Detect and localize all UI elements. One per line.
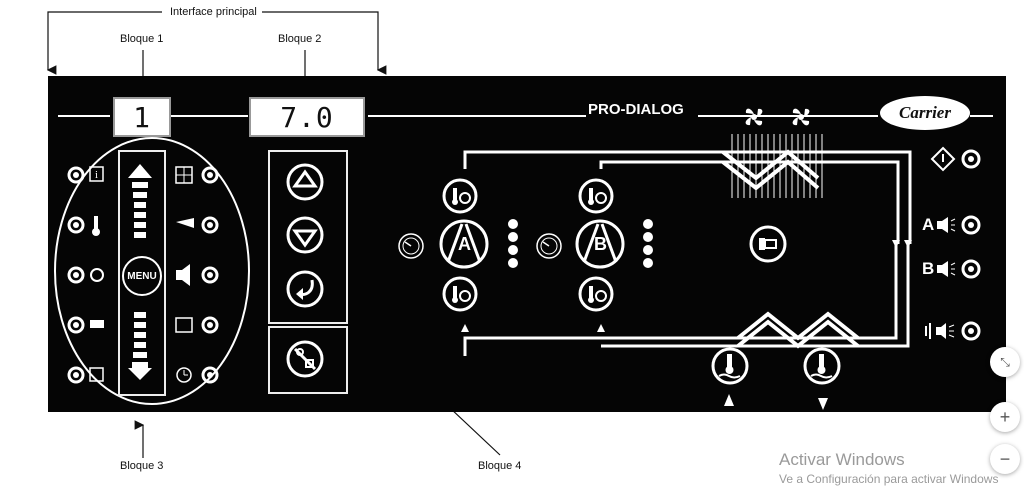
alarm-a-led <box>961 215 981 235</box>
circuit-b-leds <box>643 219 653 268</box>
on-off-button[interactable] <box>284 338 326 385</box>
water-outlet-temp-icon <box>803 347 841 385</box>
bloque-2-label: Bloque 2 <box>278 33 322 45</box>
up-arrow-button[interactable] <box>284 161 326 208</box>
bloque4-control-group <box>268 326 348 394</box>
interface-principal-label: Interface principal <box>170 6 257 18</box>
svg-text:i: i <box>95 169 98 181</box>
alarm-a-horn-icon <box>937 217 956 233</box>
alarm-b-led <box>961 259 981 279</box>
general-alarm-led <box>961 149 981 169</box>
panel-graphics <box>54 115 993 410</box>
brand-text: PRO-DIALOG <box>588 101 684 118</box>
zoom-out-button[interactable]: − <box>990 444 1020 474</box>
circuit-a-gauge-icon <box>398 233 424 259</box>
water-inlet-temp-icon <box>711 347 749 385</box>
down-arrow-button[interactable] <box>284 214 326 261</box>
circuit-a-pressure-bottom-icon <box>442 276 478 312</box>
bloque-1-label: Bloque 1 <box>120 33 164 45</box>
fan-icon <box>792 108 810 126</box>
right-indicators <box>175 166 219 384</box>
menu-column-graphics <box>128 164 152 380</box>
enter-icon <box>286 270 324 308</box>
alarm-b-horn-icon <box>937 261 956 277</box>
down-arrow-icon <box>286 216 324 254</box>
zoom-in-button[interactable]: + <box>990 402 1020 432</box>
bloque-4-label: Bloque 4 <box>478 460 522 472</box>
water-alarm-led <box>961 321 981 341</box>
fit-screen-button[interactable]: ⤡ <box>990 347 1020 377</box>
circuit-a-pressure-top-icon <box>442 178 478 214</box>
circuit-b-pressure-bottom-icon <box>578 276 614 312</box>
alarm-a-label: A <box>922 215 935 234</box>
carrier-logo: Carrier <box>880 96 970 130</box>
pump-icon <box>749 225 787 263</box>
activation-watermark-subtitle: Ve a Configuración para activar Windows <box>779 472 999 486</box>
circuit-b-label: B <box>594 234 607 254</box>
water-alarm-horn-icon <box>925 323 955 339</box>
alarm-b-label: B <box>922 259 935 278</box>
plus-icon: + <box>999 406 1011 427</box>
circuit-b-pressure-top-icon <box>578 178 614 214</box>
menu-button[interactable]: MENU <box>122 256 162 296</box>
controller-panel: 1 7.0 PRO-DIALOG Carrier i <box>48 76 1006 412</box>
on-off-icon <box>286 340 324 378</box>
circuit-a-leds <box>508 219 518 268</box>
circuit-a-label: A <box>458 234 471 254</box>
minus-icon: − <box>999 448 1011 469</box>
circuit-b-compressor-icon <box>575 219 625 269</box>
bloque-3-label: Bloque 3 <box>120 460 164 472</box>
circuit-a-compressor-icon <box>439 219 489 269</box>
circuit-b-gauge-icon <box>536 233 562 259</box>
up-arrow-icon <box>286 163 324 201</box>
activation-watermark-title: Activar Windows <box>779 450 905 469</box>
left-indicators: i <box>67 166 104 384</box>
general-alarm-icon <box>930 146 956 172</box>
bloque4-nav-group <box>268 150 348 324</box>
fan-icon <box>745 108 763 126</box>
menu-scroll-column <box>118 150 166 396</box>
enter-button[interactable] <box>284 268 326 315</box>
menu-button-label: MENU <box>127 270 157 282</box>
bloque1-display: 1 <box>113 97 171 137</box>
bloque2-display: 7.0 <box>249 97 365 137</box>
fit-screen-icon: ⤡ <box>1000 354 1010 369</box>
